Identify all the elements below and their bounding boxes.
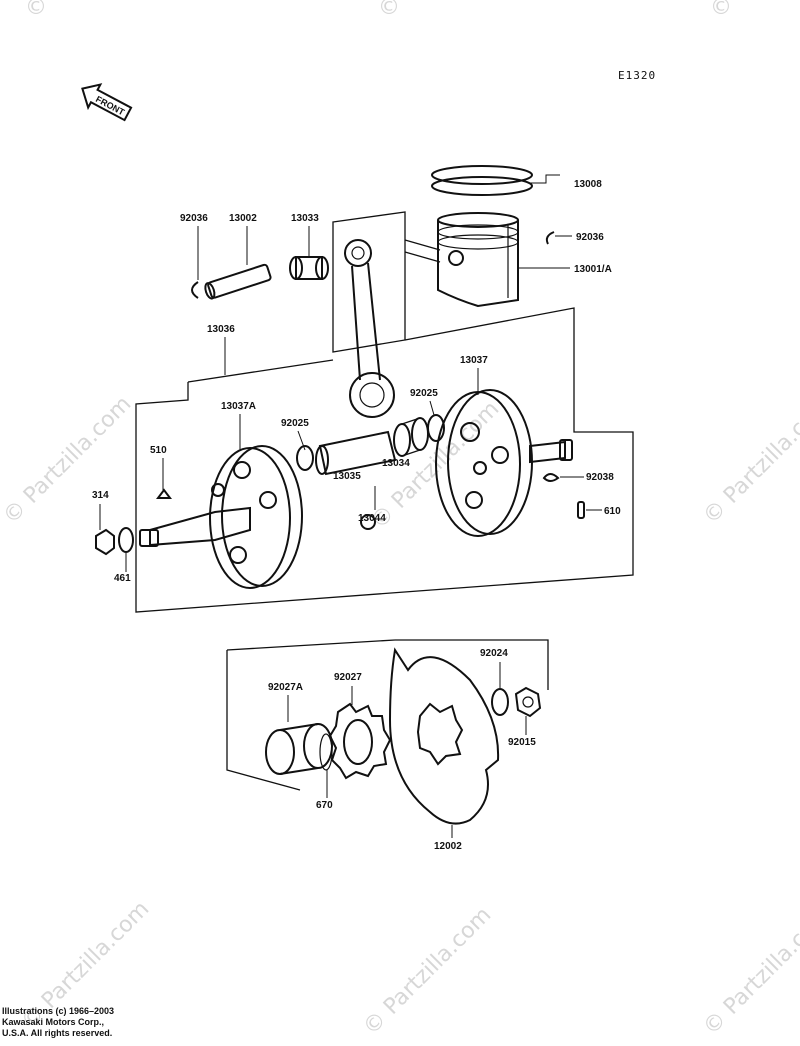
crank-shaft-right xyxy=(529,439,573,464)
part-label-13033: 13033 xyxy=(291,213,319,224)
copyright-line: Illustrations (c) 1966–2003 xyxy=(2,1006,115,1016)
nut-left xyxy=(95,528,115,556)
small-end-bearing xyxy=(289,256,329,280)
big-end-bearing xyxy=(393,417,429,457)
watermark-icon: © xyxy=(710,0,732,20)
thrust-washer-left xyxy=(296,445,314,471)
circlip-right xyxy=(545,231,555,245)
watermark-icon: © xyxy=(378,0,400,20)
collar-92027a xyxy=(265,723,333,775)
watermark-text: © Partzilla.com xyxy=(699,903,800,1041)
part-label-92024: 92024 xyxy=(480,648,508,659)
part-label-92015: 92015 xyxy=(508,737,536,748)
crank-wheel-left xyxy=(209,445,303,589)
part-label-13035: 13035 xyxy=(333,471,361,482)
watermark-text: © Partzilla.com xyxy=(0,392,136,530)
sprocket-92027 xyxy=(328,702,392,780)
part-label-92036-right: 92036 xyxy=(576,232,604,243)
part-label-13037: 13037 xyxy=(460,355,488,366)
part-label-670: 670 xyxy=(316,800,333,811)
circlip-670 xyxy=(319,733,333,771)
thrust-washer-right xyxy=(427,414,445,442)
washer-left xyxy=(118,527,134,553)
piston-rings xyxy=(431,165,560,196)
watermark-text: © Partzilla.com xyxy=(699,392,800,530)
crank-seal xyxy=(360,514,376,530)
copyright-line: Kawasaki Motors Corp., xyxy=(2,1017,105,1027)
part-label-610: 610 xyxy=(604,506,621,517)
part-label-92038: 92038 xyxy=(586,472,614,483)
circlip-left xyxy=(191,281,199,299)
gear-12002 xyxy=(388,647,500,825)
part-label-92027a: 92027A xyxy=(268,682,303,693)
watermark-icon: © xyxy=(25,0,47,20)
watermark-text: © Partzilla.com xyxy=(359,903,497,1041)
part-label-13036: 13036 xyxy=(207,324,235,335)
part-label-314: 314 xyxy=(92,490,109,501)
drive-group-bracket xyxy=(226,639,549,791)
crank-pin xyxy=(315,430,397,476)
washer-92024 xyxy=(491,688,509,716)
piston xyxy=(437,212,519,308)
nut-92015 xyxy=(514,686,542,718)
woodruff-key xyxy=(156,488,172,499)
piston-pin xyxy=(204,263,272,300)
connecting-rod xyxy=(344,239,395,418)
part-label-13008: 13008 xyxy=(574,179,602,190)
reference-code: E1320 xyxy=(618,69,656,82)
part-label-461: 461 xyxy=(114,573,131,584)
front-arrow-icon: FRONT xyxy=(81,83,133,122)
copyright-line: U.S.A. All rights reserved. xyxy=(2,1028,113,1038)
part-label-13001-a: 13001/A xyxy=(574,264,612,275)
part-label-92036-left: 92036 xyxy=(180,213,208,224)
part-label-13002: 13002 xyxy=(229,213,257,224)
copyright-notice: Illustrations (c) 1966–2003 Kawasaki Mot… xyxy=(2,1006,114,1039)
key-right xyxy=(542,473,560,482)
part-label-92025-right: 92025 xyxy=(410,388,438,399)
crank-group-bracket xyxy=(135,307,634,613)
part-label-13044: 13044 xyxy=(358,513,386,524)
crank-shaft-left xyxy=(139,506,251,547)
part-label-510: 510 xyxy=(150,445,167,456)
part-label-92027: 92027 xyxy=(334,672,362,683)
pin-610 xyxy=(577,501,585,519)
part-label-12002: 12002 xyxy=(434,841,462,852)
part-label-13037a: 13037A xyxy=(221,401,256,412)
part-label-92025-left: 92025 xyxy=(281,418,309,429)
part-label-13034: 13034 xyxy=(382,458,410,469)
